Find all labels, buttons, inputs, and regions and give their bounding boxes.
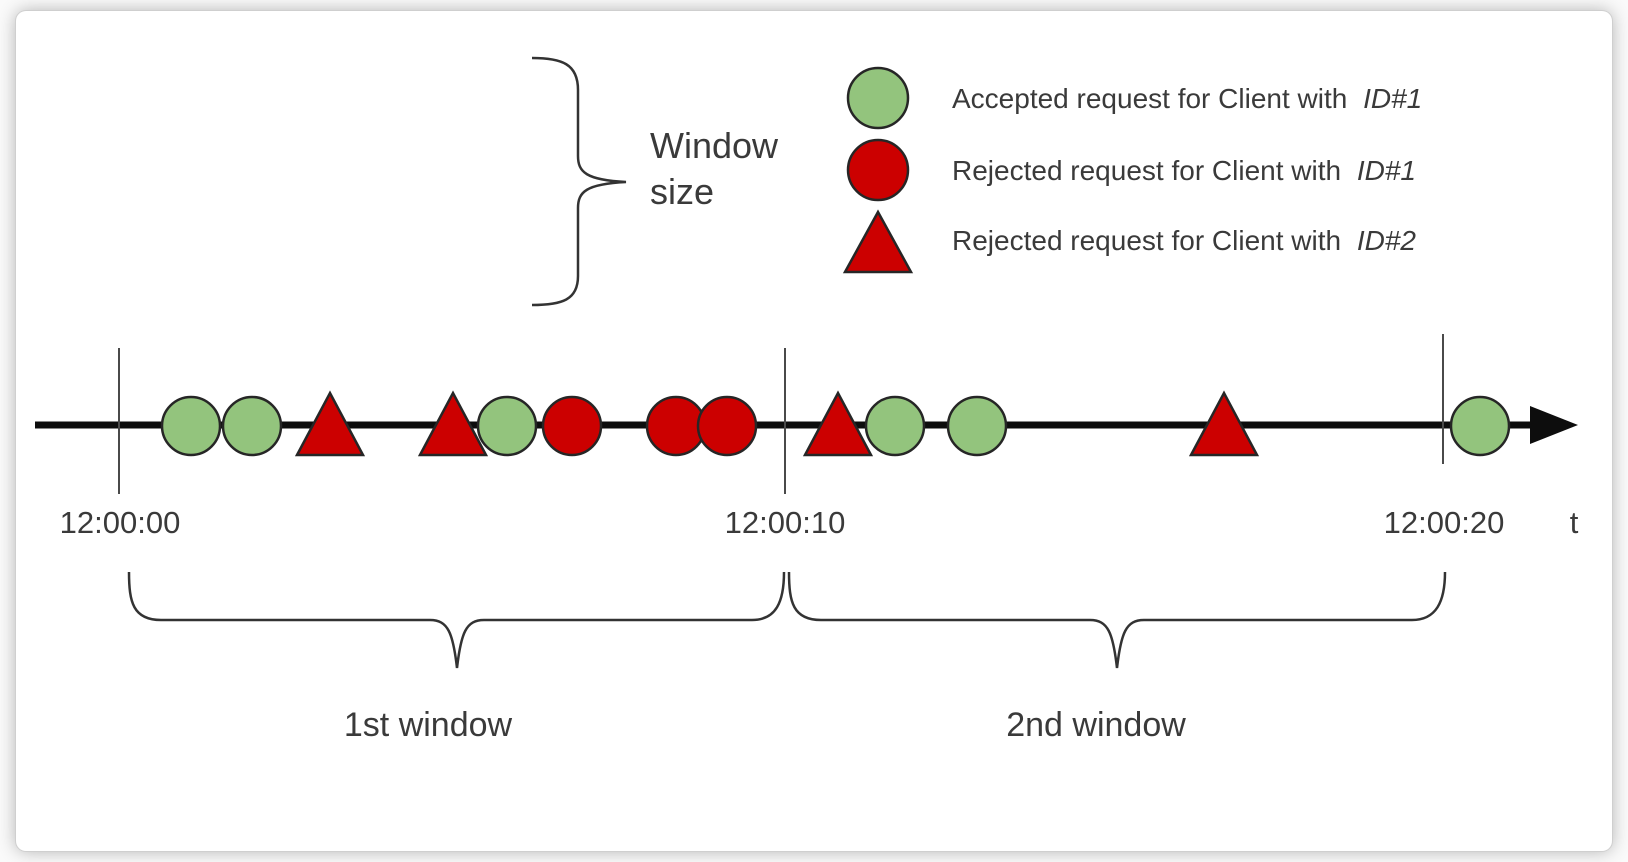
event-accepted-id1 bbox=[946, 395, 1008, 457]
event-accepted-id1 bbox=[864, 395, 926, 457]
legend-item-rejected-id2: Rejected request for Client with ID#2 bbox=[952, 225, 1416, 256]
legend-client-id: ID#1 bbox=[1363, 83, 1422, 114]
event-accepted-id1 bbox=[476, 395, 538, 457]
legend-item-accepted-id1: Accepted request for Client with ID#1 bbox=[952, 83, 1422, 114]
second-window-label: 2nd window bbox=[1006, 706, 1186, 744]
event-rejected-id2 bbox=[802, 390, 874, 457]
legend-rejected-circle-icon bbox=[846, 138, 910, 202]
event-rejected-id1 bbox=[541, 395, 603, 457]
event-accepted-id1 bbox=[1449, 395, 1511, 457]
event-rejected-id1 bbox=[645, 395, 707, 457]
second-window-brace bbox=[787, 571, 1447, 669]
axis-label-t: t bbox=[1570, 505, 1579, 540]
legend-label: Accepted request for Client with bbox=[952, 83, 1347, 114]
event-accepted-id1 bbox=[160, 395, 222, 457]
event-rejected-id1 bbox=[696, 395, 758, 457]
legend-label: Rejected request for Client with bbox=[952, 225, 1341, 256]
legend-accepted-circle-icon bbox=[846, 66, 910, 130]
timeline-arrowhead-icon bbox=[1530, 406, 1578, 444]
legend-item-rejected-id1: Rejected request for Client with ID#1 bbox=[952, 155, 1416, 186]
tick-label-12-00-20: 12:00:20 bbox=[1384, 505, 1505, 540]
tick-label-12-00-00: 12:00:00 bbox=[60, 505, 181, 540]
event-rejected-id2 bbox=[294, 390, 366, 457]
event-accepted-id1 bbox=[221, 395, 283, 457]
window-size-label-line2: size bbox=[650, 171, 714, 212]
timeline-axis: 12:00:00 12:00:10 12:00:20 t bbox=[35, 334, 1579, 540]
first-window-label: 1st window bbox=[344, 706, 513, 744]
window-annotations: 1st window 2nd window bbox=[127, 571, 1447, 744]
event-rejected-id2 bbox=[417, 390, 489, 457]
diagram-sheet bbox=[16, 11, 1612, 851]
tick-label-12-00-10: 12:00:10 bbox=[725, 505, 846, 540]
event-rejected-id2 bbox=[1188, 390, 1260, 457]
legend: Accepted request for Client with ID#1 Re… bbox=[842, 66, 1422, 274]
timeline-events bbox=[160, 390, 1511, 457]
legend-client-id: ID#1 bbox=[1357, 155, 1416, 186]
first-window-brace bbox=[127, 571, 786, 669]
legend-client-id: ID#2 bbox=[1357, 225, 1417, 256]
window-size-annotation: Window size bbox=[531, 56, 779, 307]
legend-label: Rejected request for Client with bbox=[952, 155, 1341, 186]
window-size-label-line1: Window bbox=[650, 125, 779, 166]
legend-rejected-triangle-icon bbox=[842, 209, 914, 274]
window-size-brace bbox=[531, 56, 627, 307]
